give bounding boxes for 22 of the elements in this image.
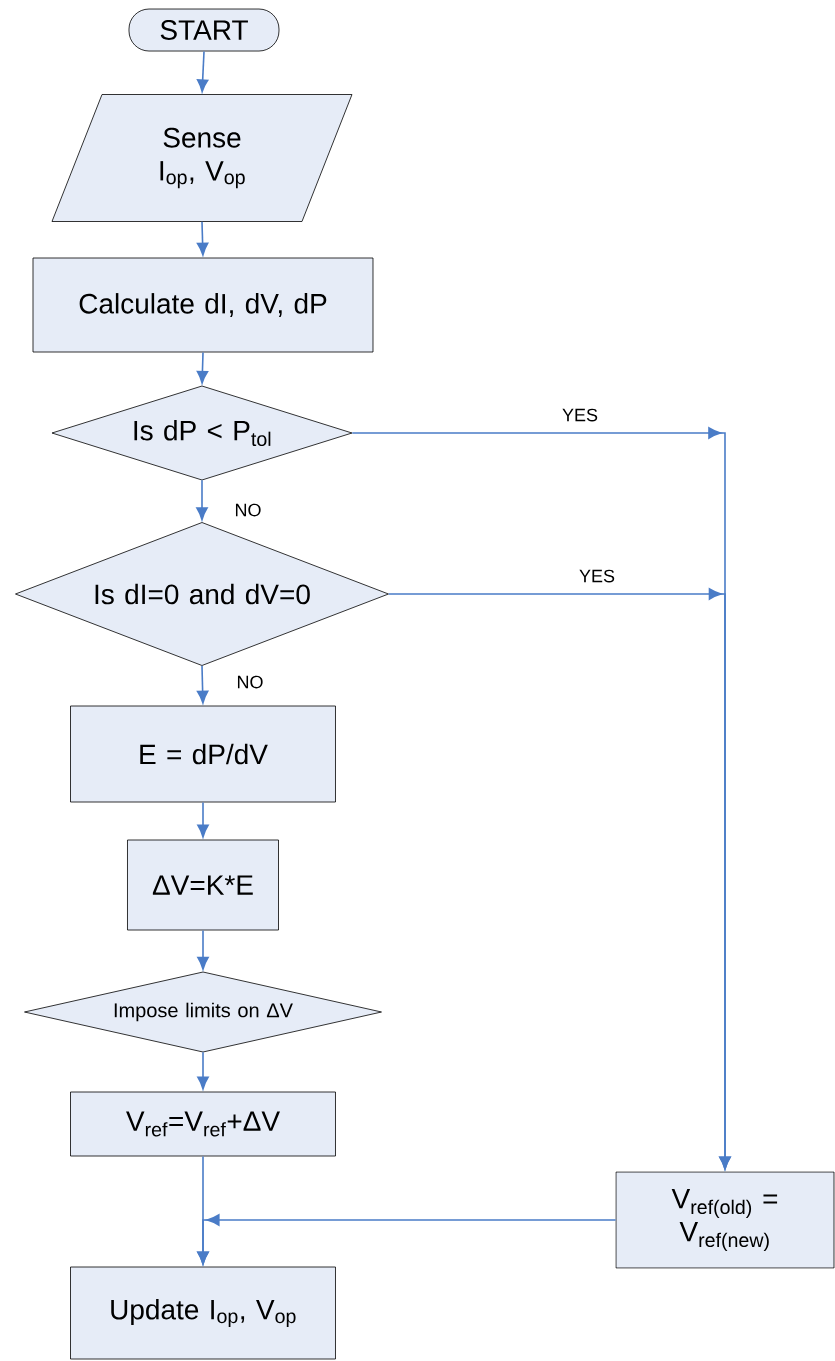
arrow — [196, 50, 209, 93]
process-box: V$_{ref}$=V$_{ref}$+ΔV — [70, 1091, 336, 1157]
edge-label: YES — [561, 407, 599, 423]
arrow — [196, 351, 209, 384]
process-box: V$_{ref(old)}$ = V$_{ref(new)}$ — [615, 1171, 835, 1269]
start-terminal: START — [128, 8, 280, 52]
arrow — [197, 801, 209, 838]
process-box: ΔV=K*E — [127, 839, 279, 931]
process-box: E = dP/dV — [70, 705, 336, 803]
process-box: Calculate dI, dV, dP — [32, 257, 374, 353]
edge-label: YES — [578, 568, 616, 584]
edge-label: NO — [235, 674, 265, 690]
arrow — [197, 929, 209, 970]
input-parallelogram: Sense I$_{op}$, V$_{op}$ — [51, 94, 353, 222]
edge-label: NO — [233, 502, 263, 518]
arrow — [196, 479, 208, 521]
arrow — [197, 1214, 617, 1265]
arrow — [197, 1051, 209, 1090]
arrow — [387, 588, 731, 1170]
arrow — [196, 664, 209, 704]
arrow — [196, 220, 209, 256]
process-box: Update I$_{op}$, V$_{op}$ — [70, 1266, 336, 1360]
